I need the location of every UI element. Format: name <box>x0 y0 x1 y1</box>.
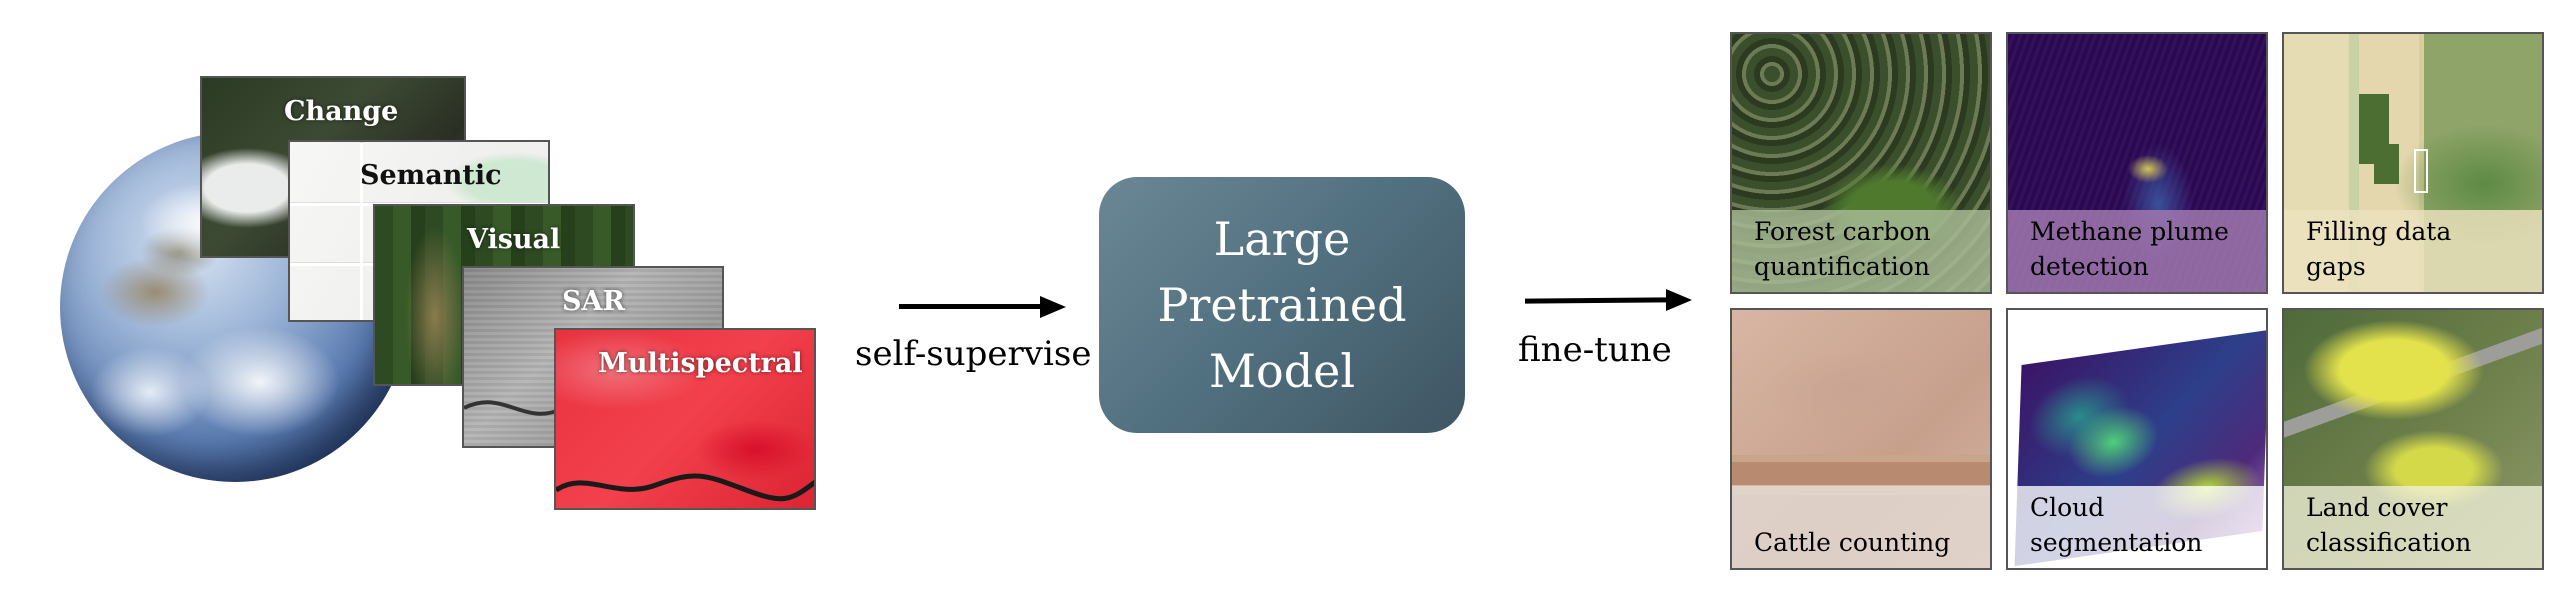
cloud-segmentation-label: Cloud segmentation <box>2030 493 2203 557</box>
model-line-2: Pretrained <box>1157 278 1407 332</box>
fine-tune-caption: fine-tune <box>1518 330 1672 370</box>
cattle-counting-tile: Cattle counting <box>1730 308 1992 570</box>
forest-carbon-label: Forest carbon quantification <box>1754 217 1931 281</box>
multispectral-image-card: Multispectral <box>554 328 816 510</box>
label-band <box>2008 210 2266 292</box>
model-line-3: Model <box>1208 344 1356 398</box>
change-label: Change <box>284 96 399 127</box>
label-band <box>2284 486 2542 568</box>
label-band <box>1732 210 1990 292</box>
cloud-segmentation-tile: Cloud segmentation <box>2006 308 2268 570</box>
filling-data-gaps-tile: Filling data gaps <box>2282 32 2544 294</box>
land-cover-label: Land cover classification <box>2306 493 2472 557</box>
label-band <box>1732 486 1990 568</box>
self-supervise-arrow <box>899 304 1049 309</box>
gap-marker <box>2414 149 2428 193</box>
model-line-1: Large <box>1213 212 1351 266</box>
forest-carbon-tile: Forest carbon quantification <box>1730 32 1992 294</box>
sar-label: SAR <box>562 286 625 317</box>
arrow-head-icon <box>1040 296 1066 318</box>
visual-label: Visual <box>467 224 561 255</box>
multispectral-label: Multispectral <box>598 348 803 379</box>
river-icon <box>556 473 814 502</box>
fine-tune-arrow <box>1524 297 1676 304</box>
label-band <box>2284 210 2542 292</box>
large-pretrained-model-box: Large Pretrained Model <box>1099 177 1465 433</box>
cattle-counting-label: Cattle counting <box>1754 528 1951 557</box>
semantic-label: Semantic <box>360 160 502 191</box>
land-cover-tile: Land cover classification <box>2282 308 2544 570</box>
methane-plume-label: Methane plume detection <box>2030 217 2229 281</box>
self-supervise-caption: self-supervise <box>855 334 1092 374</box>
methane-plume-tile: Methane plume detection <box>2006 32 2268 294</box>
arrow-head-icon <box>1666 289 1692 311</box>
label-band <box>2008 486 2266 568</box>
filling-data-gaps-label: Filling data gaps <box>2306 217 2452 281</box>
